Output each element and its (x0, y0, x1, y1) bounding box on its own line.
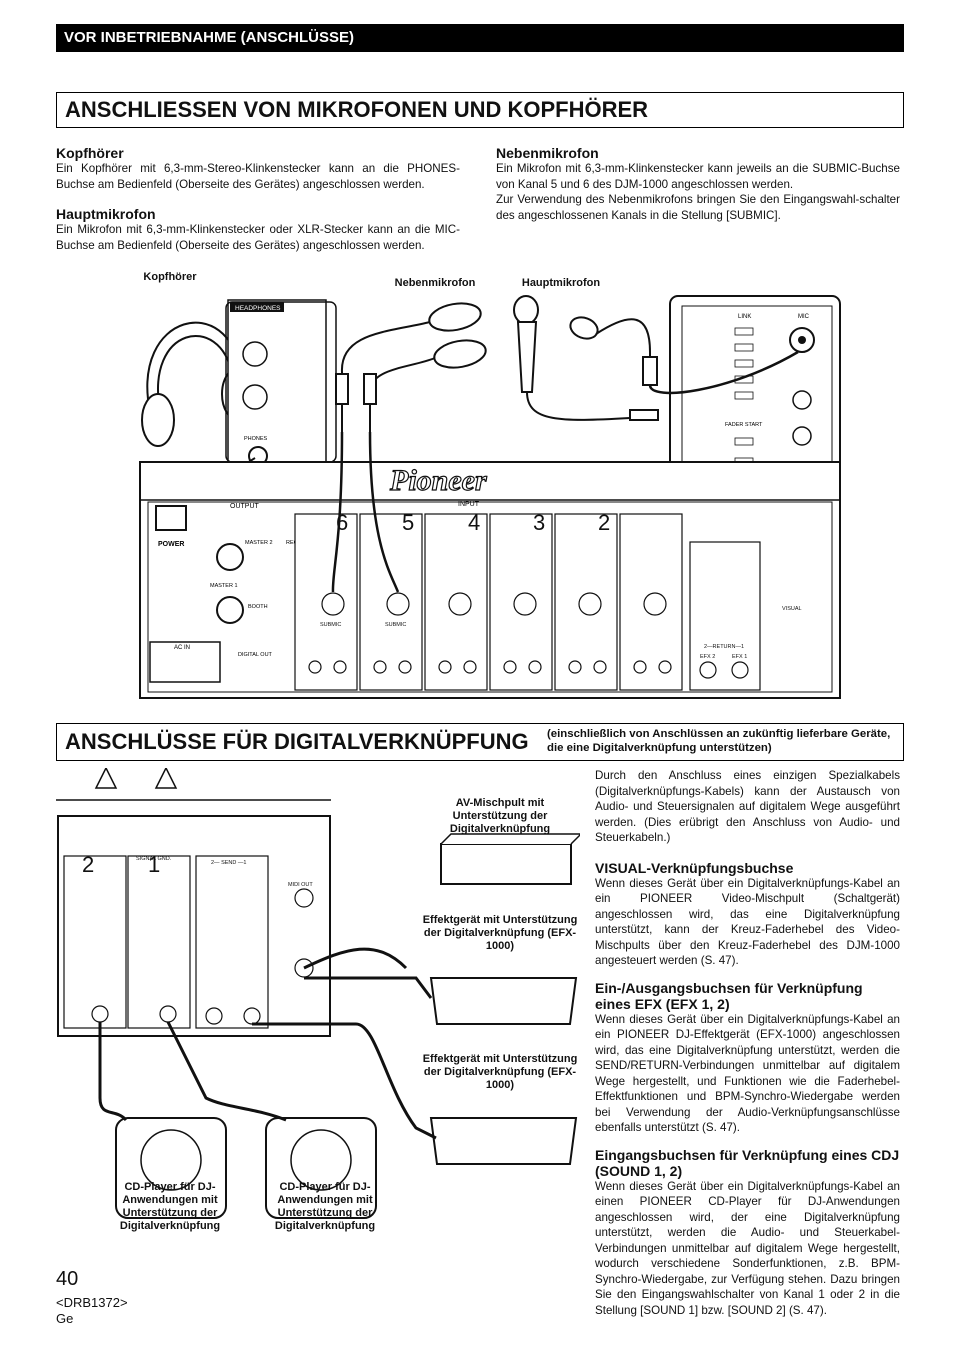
channel-number-3: 3 (533, 510, 545, 535)
kopfhoerer-body: Ein Kopfhörer mit 6,3-mm-Stereo-Klinkens… (56, 162, 460, 191)
channel-number-2: 2 (598, 510, 610, 535)
svg-text:AC IN: AC IN (174, 645, 190, 651)
digital-link-intro: Durch den Anschluss eines einzigen Spezi… (595, 769, 900, 844)
cdj-heading: Eingangsbuchsen für Verknüpfung eines CD… (595, 1146, 900, 1179)
cdj-label-a: CD-Player für DJ-Anwendungen mit Unterst… (119, 1181, 221, 1232)
nebenmikrofon-heading: Nebenmikrofon (496, 145, 599, 161)
svg-text:DIGITAL OUT: DIGITAL OUT (238, 652, 273, 658)
nebenmikrofon-body-1: Ein Mikrofon mit 6,3-mm-Klinkenstecker k… (496, 162, 900, 191)
chapter-header: VOR INBETRIEBNAHME (ANSCHLÜSSE) (56, 24, 904, 52)
section2-title-text: ANSCHLÜSSE FÜR DIGITALVERKNÜPFUNG (65, 729, 529, 754)
kopfhoerer-block: Kopfhörer Ein Kopfhörer mit 6,3-mm-Stere… (56, 145, 460, 253)
power-switch (155, 505, 187, 531)
main-mic-illustrations (513, 295, 799, 421)
channel-number-5: 5 (402, 510, 414, 535)
mixer-connection-diagram: HEADPHONES PHONES LINK MIC FADER START P… (139, 295, 841, 699)
fader-start-label: FADER START (725, 422, 763, 428)
ac-in-socket (149, 641, 221, 683)
label-nebenmikrofon: Nebenmikrofon (394, 277, 476, 289)
efx-heading: Ein-/Ausgangsbuchsen für Verknüpfung ein… (595, 979, 863, 1012)
link-label: LINK (738, 314, 751, 320)
pioneer-logo: Pioneer (389, 464, 487, 497)
submic-illustrations (331, 302, 487, 593)
cdj-body: Wenn dieses Gerät über ein Digitalverknü… (595, 1179, 900, 1317)
channel-strips (294, 513, 761, 691)
language-code: Ge (56, 1311, 74, 1326)
nebenmikrofon-body-2: Zur Verwendung des Nebenmikrofons bringe… (496, 193, 900, 222)
efx2-label: EFX 2 (700, 654, 715, 660)
hauptmikrofon-heading: Hauptmikrofon (56, 206, 156, 222)
visual-heading: VISUAL-Verknüpfungsbuchse (595, 859, 794, 876)
svg-text:MIDI OUT: MIDI OUT (288, 882, 313, 888)
svg-text:SIGNAL GND.: SIGNAL GND. (136, 856, 172, 862)
phones-label: PHONES (244, 436, 268, 442)
nebenmikrofon-block: Nebenmikrofon Ein Mikrofon mit 6,3-mm-Kl… (496, 145, 900, 223)
section1-title-text: ANSCHLIESSEN VON MIKROFONEN UND KOPFHÖRE… (65, 97, 649, 122)
channel-2-number: 2 (82, 852, 94, 877)
svg-text:MASTER 2: MASTER 2 (245, 540, 273, 546)
svg-text:2— SEND —1: 2— SEND —1 (211, 860, 246, 866)
section1-title: ANSCHLIESSEN VON MIKROFONEN UND KOPFHÖRE… (56, 92, 904, 128)
efx-body: Wenn dieses Gerät über ein Digitalverknü… (595, 1012, 900, 1135)
digital-link-diagram: 2 1 SIGNAL GND. 2— SEND —1 MIDI OUT (56, 768, 580, 1219)
document-code: <DRB1372> (56, 1295, 128, 1310)
headphones-panel-label: HEADPHONES (235, 305, 281, 312)
cdj-label-b: CD-Player für DJ-Anwendungen mit Unterst… (274, 1181, 376, 1232)
svg-text:BOOTH: BOOTH (248, 604, 268, 610)
efx-unit-a (429, 977, 578, 1025)
efx-label-a: Effektgerät mit Unterstützung der Digita… (422, 914, 578, 952)
submic-label-6: SUBMIC (320, 622, 341, 628)
digital-link-text: Durch den Anschluss eines einzigen Spezi… (595, 768, 900, 1318)
mic-label: MIC (798, 314, 810, 320)
section2-subtitle: (einschließlich von Anschlüssen an zukün… (547, 728, 891, 754)
page-number: 40 (56, 1268, 79, 1290)
label-kopfhoerer: Kopfhörer (143, 271, 197, 283)
efx-label-b: Effektgerät mit Unterstützung der Digita… (422, 1053, 578, 1091)
section2-title: ANSCHLÜSSE FÜR DIGITALVERKNÜPFUNG (einsc… (56, 723, 904, 761)
hauptmikrofon-body: Ein Mikrofon mit 6,3-mm-Klinkenstecker o… (56, 223, 460, 252)
visual-body: Wenn dieses Gerät über ein Digitalverknü… (595, 876, 900, 968)
visual-label: VISUAL (782, 606, 802, 612)
av-mixer-illustration (440, 843, 572, 885)
av-mixer-label: AV-Mischpult mit Unterstützung der Digit… (449, 797, 551, 835)
submic-label-5: SUBMIC (385, 622, 406, 628)
kopfhoerer-heading: Kopfhörer (56, 145, 124, 161)
efx-unit-b (429, 1117, 578, 1165)
power-label: POWER (158, 541, 184, 548)
channel-number-4: 4 (468, 510, 480, 535)
svg-text:REC: REC (286, 540, 298, 546)
channel-1-number: 1 (148, 852, 160, 877)
efx1-label: EFX 1 (732, 654, 747, 660)
output-label: OUTPUT (230, 503, 260, 510)
label-hauptmikrofon: Hauptmikrofon (521, 277, 601, 289)
svg-text:MASTER 1: MASTER 1 (210, 583, 238, 589)
return-label: 2—RETURN—1 (704, 644, 744, 650)
input-label: INPUT (458, 501, 480, 508)
